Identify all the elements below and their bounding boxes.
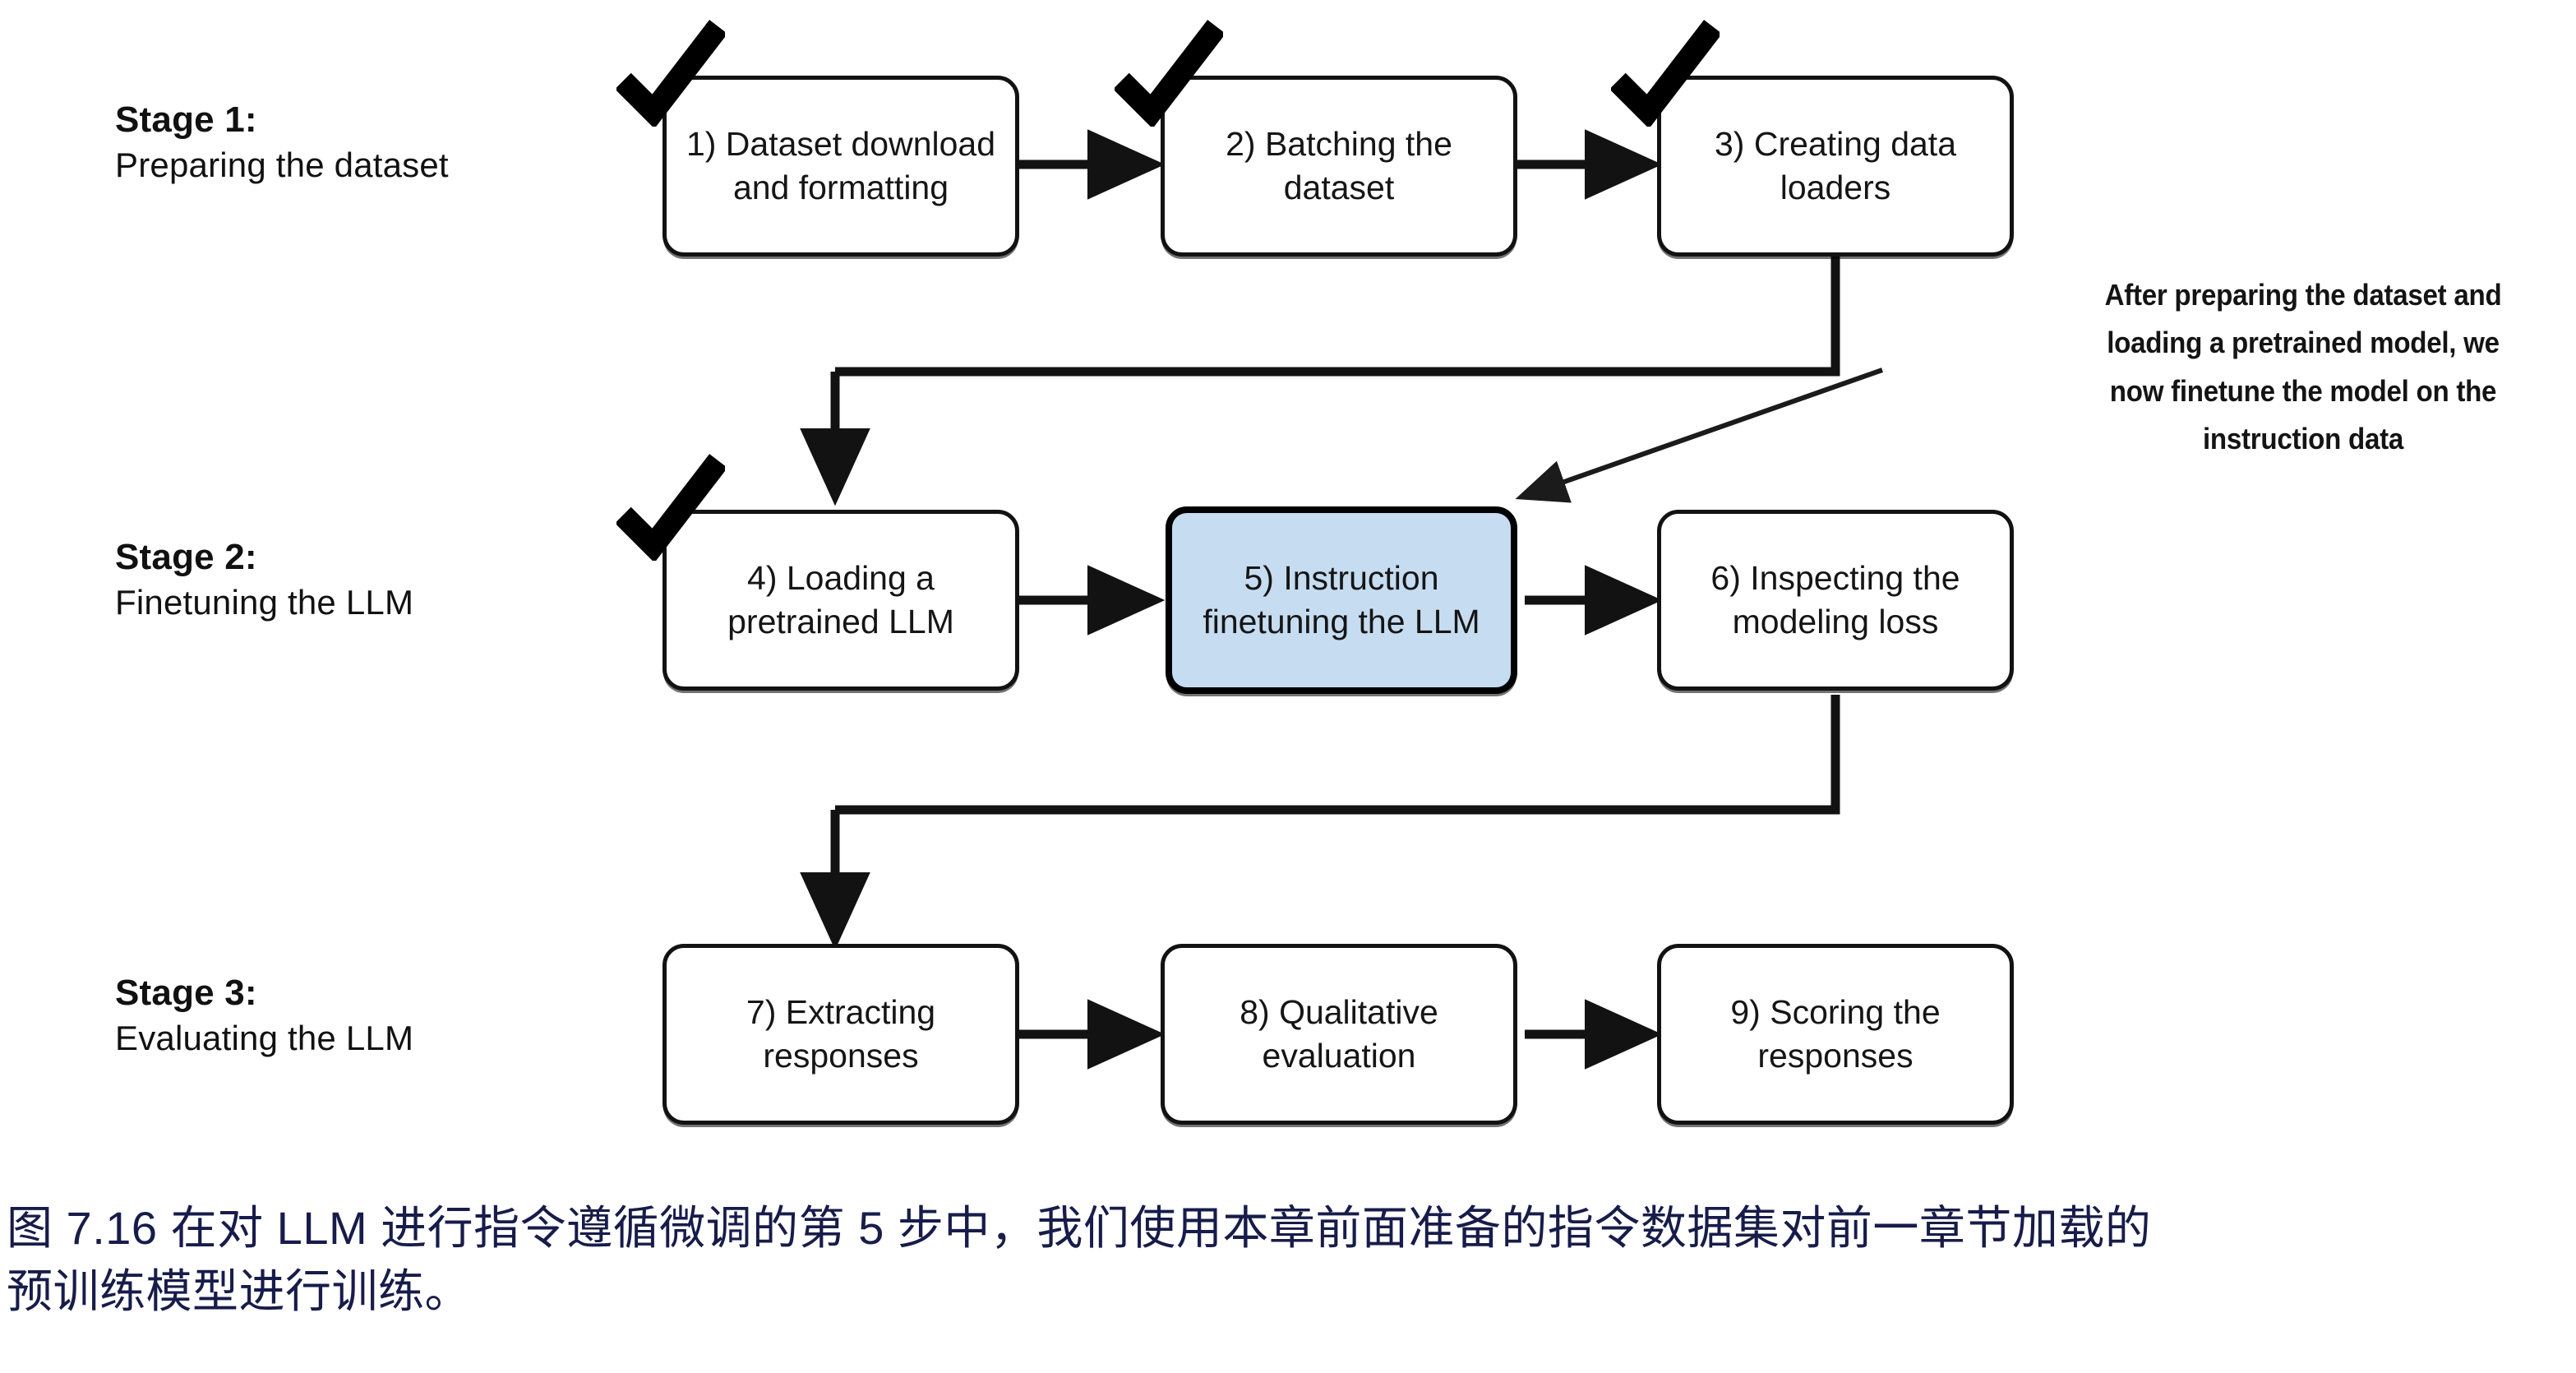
flow-node-8[interactable]: 8) Qualitative evaluation xyxy=(1161,944,1517,1125)
flow-node-2-label: 2) Batching the dataset xyxy=(1226,124,1452,206)
flow-node-7-label: 7) Extracting responses xyxy=(746,992,936,1075)
annotation-line-3: now finetune the model on the xyxy=(2109,373,2497,408)
stage-label-2: Stage 2: Finetuning the LLM xyxy=(115,534,413,625)
figure-caption: 图 7.16 在对 LLM 进行指令遵循微调的第 5 步中，我们使用本章前面准备… xyxy=(7,1196,2571,1324)
flow-node-5[interactable]: 5) Instruction finetuning the LLM xyxy=(1166,506,1517,694)
caption-line-1: 图 7.16 在对 LLM 进行指令遵循微调的第 5 步中，我们使用本章前面准备… xyxy=(7,1202,2152,1254)
flow-node-5-label: 5) Instruction finetuning the LLM xyxy=(1203,558,1480,640)
annotation-line-2: loading a pretrained model, we xyxy=(2107,326,2500,360)
annotation-line-4: instruction data xyxy=(2202,421,2404,455)
flow-node-3[interactable]: 3) Creating data loaders xyxy=(1657,76,2014,257)
annotation-line-1: After preparing the dataset and xyxy=(2104,278,2502,312)
stage-3-subtitle: Evaluating the LLM xyxy=(115,1019,414,1058)
annotation-note: After preparing the dataset and loading … xyxy=(2069,271,2537,463)
stage-2-subtitle: Finetuning the LLM xyxy=(115,583,414,622)
stage-label-1: Stage 1: Preparing the dataset xyxy=(115,97,449,187)
flow-node-2[interactable]: 2) Batching the dataset xyxy=(1161,76,1517,257)
flow-node-6-label: 6) Inspecting the modeling loss xyxy=(1710,558,1960,640)
flow-node-7[interactable]: 7) Extracting responses xyxy=(662,944,1019,1125)
flow-node-9-label: 9) Scoring the responses xyxy=(1730,992,1941,1075)
stage-1-title: Stage 1: xyxy=(115,99,257,140)
stage-3-title: Stage 3: xyxy=(115,973,257,1013)
stage-label-3: Stage 3: Evaluating the LLM xyxy=(115,970,413,1061)
flow-node-6[interactable]: 6) Inspecting the modeling loss xyxy=(1657,510,2014,691)
flow-node-8-label: 8) Qualitative evaluation xyxy=(1240,992,1438,1075)
stage-1-subtitle: Preparing the dataset xyxy=(115,146,449,185)
flow-node-1[interactable]: 1) Dataset download and formatting xyxy=(662,76,1019,257)
flow-node-4-label: 4) Loading a pretrained LLM xyxy=(727,558,954,640)
flow-node-3-label: 3) Creating data loaders xyxy=(1714,124,1956,206)
caption-line-2: 预训练模型进行训练。 xyxy=(7,1265,471,1318)
flow-node-9[interactable]: 9) Scoring the responses xyxy=(1657,944,2014,1125)
flow-node-4[interactable]: 4) Loading a pretrained LLM xyxy=(662,510,1019,691)
stage-2-title: Stage 2: xyxy=(115,537,257,577)
flow-node-1-label: 1) Dataset download and formatting xyxy=(686,124,996,206)
